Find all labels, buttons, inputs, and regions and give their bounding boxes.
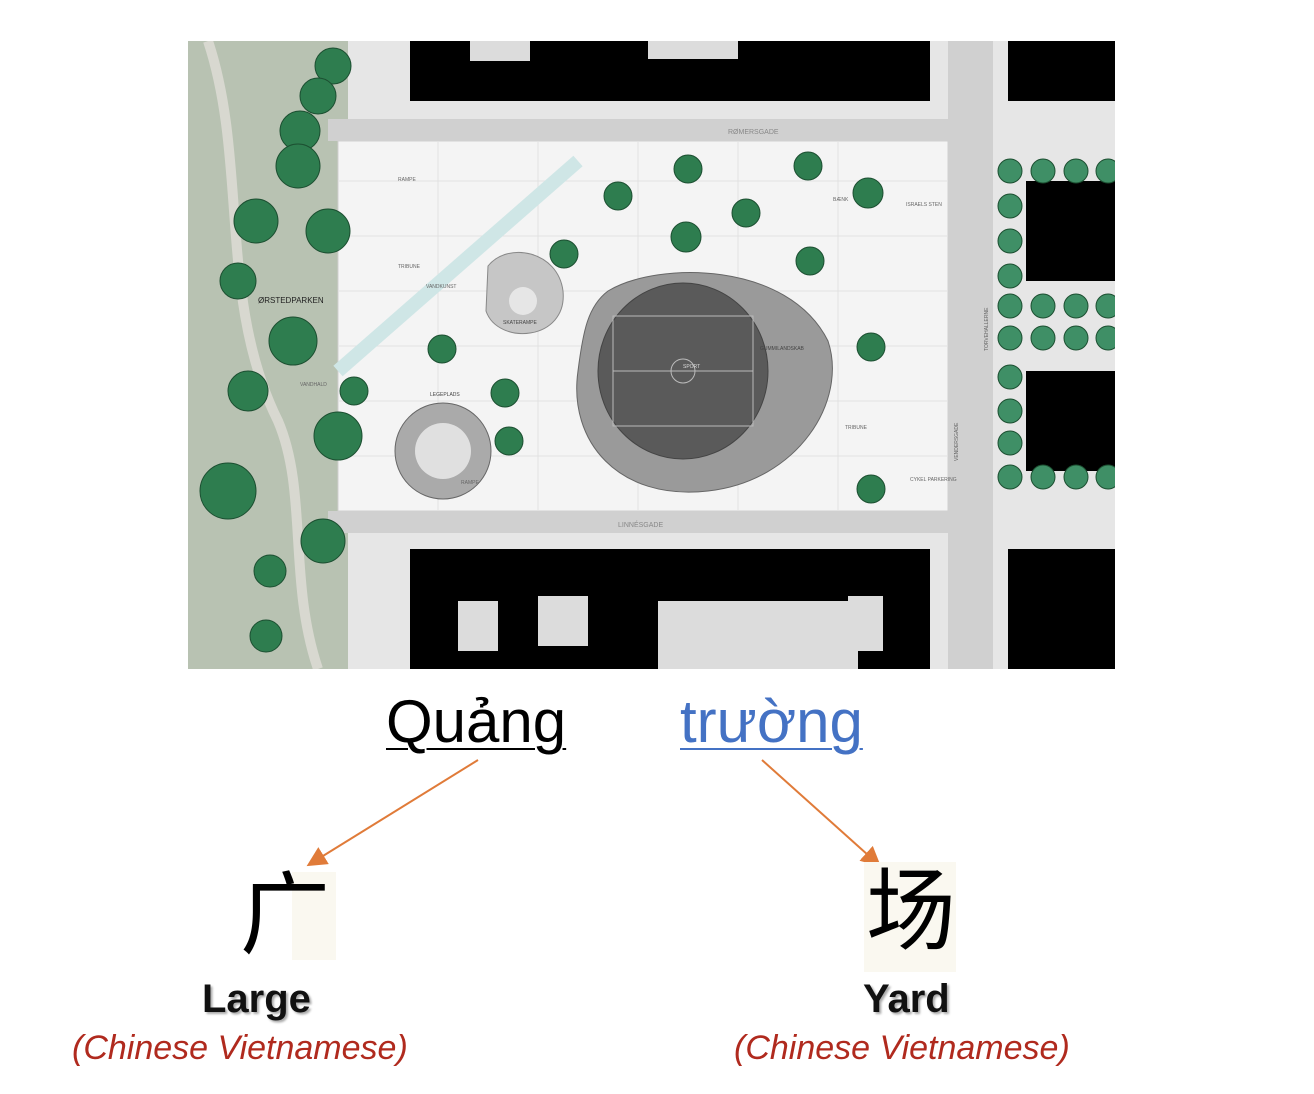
svg-text:VANDKUNST: VANDKUNST	[426, 284, 456, 290]
svg-text:TRIBUNE: TRIBUNE	[845, 425, 868, 431]
park-label: ØRSTEDPARKEN	[258, 296, 324, 305]
street-label-north: RØMERSGADE	[728, 129, 779, 136]
building-top-right	[1008, 41, 1115, 101]
word-quang: Quảng	[386, 688, 567, 755]
meaning-yard: Yard	[863, 977, 950, 1021]
svg-text:RAMPE: RAMPE	[461, 480, 479, 486]
building-right-a	[1026, 181, 1115, 281]
svg-text:LEGEPLADS: LEGEPLADS	[430, 392, 460, 398]
svg-text:TRIBUNE: TRIBUNE	[398, 264, 421, 270]
trees	[199, 47, 886, 653]
origin-left: (Chinese Vietnamese)	[72, 1029, 408, 1067]
svg-text:VANDHALD: VANDHALD	[300, 382, 327, 388]
svg-text:ISRAELS STEN: ISRAELS STEN	[906, 202, 942, 208]
svg-text:RAMPE: RAMPE	[398, 177, 416, 183]
svg-text:CYKEL PARKERING: CYKEL PARKERING	[910, 477, 957, 483]
street-label-south: LINNÉSGADE	[618, 520, 663, 529]
svg-text:SKATERAMPE: SKATERAMPE	[503, 320, 537, 326]
arrow-left	[306, 759, 479, 867]
building-bottom-right	[1008, 549, 1115, 669]
svg-text:GUMMILANDSKAB: GUMMILANDSKAB	[760, 346, 805, 352]
calligraphy-ghost-left	[292, 872, 336, 960]
arrow-right	[761, 759, 881, 867]
chinese-character-guang: 广	[240, 863, 330, 968]
chinese-character-chang: 场	[866, 859, 956, 964]
svg-text:SPORT: SPORT	[683, 364, 700, 370]
word-truong: trường	[680, 688, 863, 755]
origin-right: (Chinese Vietnamese)	[734, 1029, 1070, 1067]
calligraphy-ghost-right	[864, 862, 956, 972]
svg-text:VENDERSGADE: VENDERSGADE	[954, 422, 960, 461]
building-right-b	[1026, 371, 1115, 471]
svg-text:TORVEHALLERNE: TORVEHALLERNE	[984, 307, 990, 351]
svg-text:BÆNK: BÆNK	[833, 197, 849, 203]
site-plan-map: RØMERSGADE LINNÉSGADE ØRSTEDPARKEN RAMPE…	[188, 41, 1115, 669]
meaning-large: Large	[202, 977, 311, 1021]
